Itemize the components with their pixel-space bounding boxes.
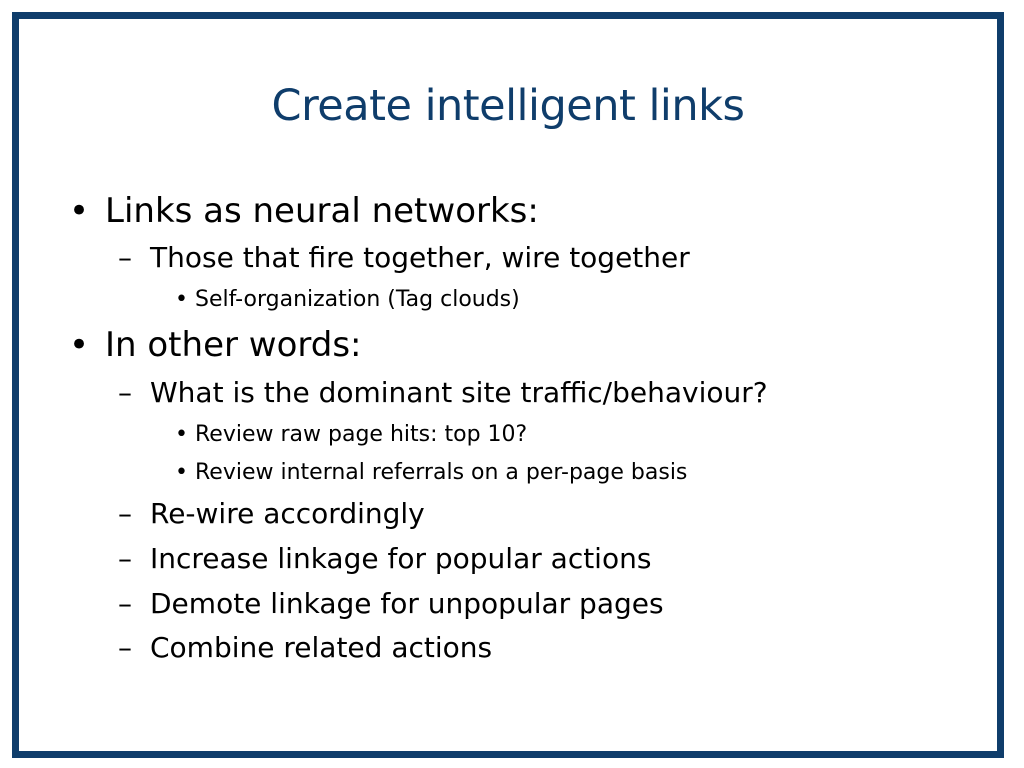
dash-marker: – [118, 241, 132, 274]
sub-bullet-item: – Demote linkage for unpopular pages [118, 587, 664, 620]
sub-bullet-item: – Those that fire together, wire togethe… [118, 241, 690, 274]
bullet-item: • In other words: [69, 325, 362, 365]
bullet-marker: • [175, 287, 188, 312]
bullet-marker: • [175, 422, 188, 447]
dash-marker: – [118, 587, 132, 620]
dash-marker: – [118, 376, 132, 409]
sub-bullet-item: – Re-wire accordingly [118, 497, 425, 530]
sub-bullet-item: – Combine related actions [118, 631, 493, 664]
sub-sub-bullet-item: • Review internal referrals on a per-pag… [175, 460, 688, 485]
bullet-text: Links as neural networks: [105, 191, 539, 231]
dash-marker: – [118, 631, 132, 664]
bullet-text: In other words: [105, 325, 362, 365]
bullet-text: Review raw page hits: top 10? [195, 422, 528, 447]
bullet-marker: • [69, 191, 90, 231]
bullet-text: Increase linkage for popular actions [150, 542, 652, 575]
bullet-marker: • [175, 460, 188, 485]
slide: Create intelligent links • Links as neur… [12, 12, 1004, 758]
sub-bullet-item: – What is the dominant site traffic/beha… [118, 376, 768, 409]
bullet-text: Combine related actions [150, 631, 493, 664]
bullet-item: • Links as neural networks: [69, 191, 539, 231]
bullet-text: Those that fire together, wire together [150, 241, 690, 274]
bullet-text: Demote linkage for unpopular pages [150, 587, 664, 620]
bullet-text: Review internal referrals on a per-page … [195, 460, 688, 485]
dash-marker: – [118, 542, 132, 575]
bullet-text: Self-organization (Tag clouds) [195, 287, 520, 312]
dash-marker: – [118, 497, 132, 530]
sub-sub-bullet-item: • Self-organization (Tag clouds) [175, 287, 520, 312]
sub-bullet-item: – Increase linkage for popular actions [118, 542, 652, 575]
sub-sub-bullet-item: • Review raw page hits: top 10? [175, 422, 528, 447]
bullet-marker: • [69, 325, 90, 365]
bullet-text: Re-wire accordingly [150, 497, 425, 530]
slide-title: Create intelligent links [271, 81, 745, 131]
bullet-text: What is the dominant site traffic/behavi… [150, 376, 768, 409]
